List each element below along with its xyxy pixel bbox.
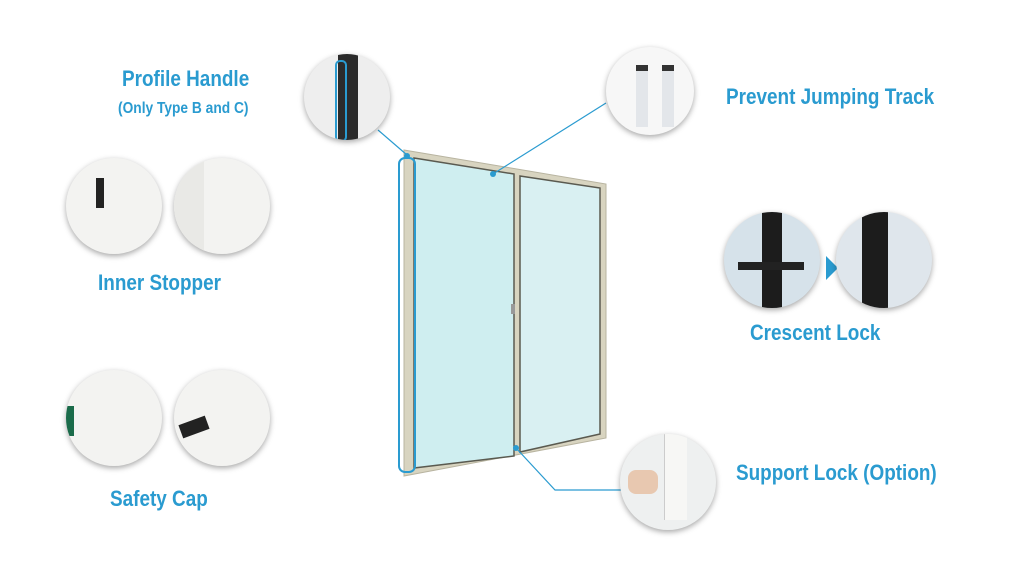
crescent-lock-title: Crescent Lock: [750, 320, 881, 345]
support-lock-photo: [620, 434, 716, 530]
profile-handle-title: Profile Handle: [122, 66, 250, 91]
safety-cap-photo-2: [174, 370, 270, 466]
prevent-jumping-track-photo: [606, 47, 694, 135]
safety-cap-title: Safety Cap: [110, 486, 208, 511]
arrow-icon: [826, 256, 838, 280]
safety-cap-photo-1: [66, 370, 162, 466]
profile-handle-subtitle: (Only Type B and C): [118, 100, 249, 117]
crescent-lock-photo-2: [836, 212, 932, 308]
inner-stopper-photo-1: [66, 158, 162, 254]
prevent-jumping-track-title: Prevent Jumping Track: [726, 84, 935, 109]
inner-stopper-title: Inner Stopper: [98, 270, 221, 295]
inner-stopper-photo-2: [174, 158, 270, 254]
crescent-lock-photo-1: [724, 212, 820, 308]
profile-handle-photo: [304, 54, 390, 140]
sliding-window-illustration: [398, 149, 607, 477]
support-lock-title: Support Lock (Option): [736, 460, 937, 485]
